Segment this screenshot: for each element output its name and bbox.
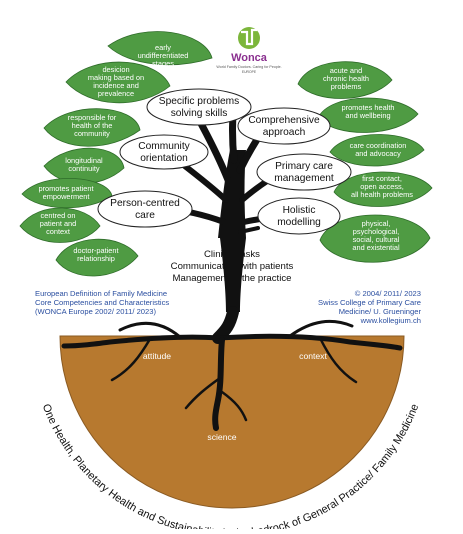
leaf-right-4-text: first contact,open access,all health pro… bbox=[351, 174, 413, 199]
oval-specific-problems bbox=[146, 88, 252, 126]
oval-holistic bbox=[257, 197, 341, 235]
source-left-line-3: (WONCA Europe 2002/ 2011/ 2023) bbox=[35, 307, 156, 316]
source-left: European Definition of Family Medicine C… bbox=[35, 289, 169, 316]
leaf-right-1 bbox=[297, 61, 393, 99]
source-left-line-2: Core Competencies and Characteristics bbox=[35, 298, 169, 307]
source-left-line-1: European Definition of Family Medicine bbox=[35, 289, 167, 298]
source-right-line-3: Medicine/ U. Grueninger bbox=[339, 307, 422, 316]
leaf-left-6 bbox=[19, 207, 101, 243]
tree-roots bbox=[61, 238, 403, 431]
root-label-attitude: attitude bbox=[143, 351, 171, 361]
wonca-tagline: World Family Doctors. Caring for People. bbox=[216, 65, 281, 69]
wonca-sub: EUROPE bbox=[242, 70, 257, 74]
leaf-right-5 bbox=[319, 214, 431, 263]
wonca-name: Wonca bbox=[231, 52, 268, 64]
leaf-right-4 bbox=[333, 171, 433, 207]
right-leaves bbox=[297, 61, 433, 263]
leaf-left-7 bbox=[55, 238, 139, 277]
root-label-science: science bbox=[207, 432, 236, 442]
leaf-right-2 bbox=[317, 97, 419, 133]
left-leaves bbox=[19, 31, 213, 277]
oval-person-centred bbox=[97, 190, 193, 228]
leaf-left-3 bbox=[43, 108, 141, 147]
oval-community bbox=[119, 134, 209, 170]
leaf-left-1 bbox=[107, 31, 213, 66]
leaf-right-3 bbox=[329, 134, 425, 167]
oval-primary-care bbox=[256, 153, 352, 191]
source-right-line-2: Swiss College of Primary Care bbox=[318, 298, 421, 307]
source-right-line-1: © 2004/ 2011/ 2023 bbox=[355, 289, 421, 298]
wonca-logo: Wonca World Family Doctors. Caring for P… bbox=[216, 27, 282, 74]
leaf-left-2 bbox=[65, 61, 171, 104]
root-label-context: context bbox=[299, 351, 327, 361]
source-right: © 2004/ 2011/ 2023 Swiss College of Prim… bbox=[318, 289, 421, 325]
oval-comprehensive bbox=[237, 107, 331, 145]
source-right-line-4: www.kollegium.ch bbox=[360, 316, 421, 325]
soil bbox=[59, 335, 405, 509]
